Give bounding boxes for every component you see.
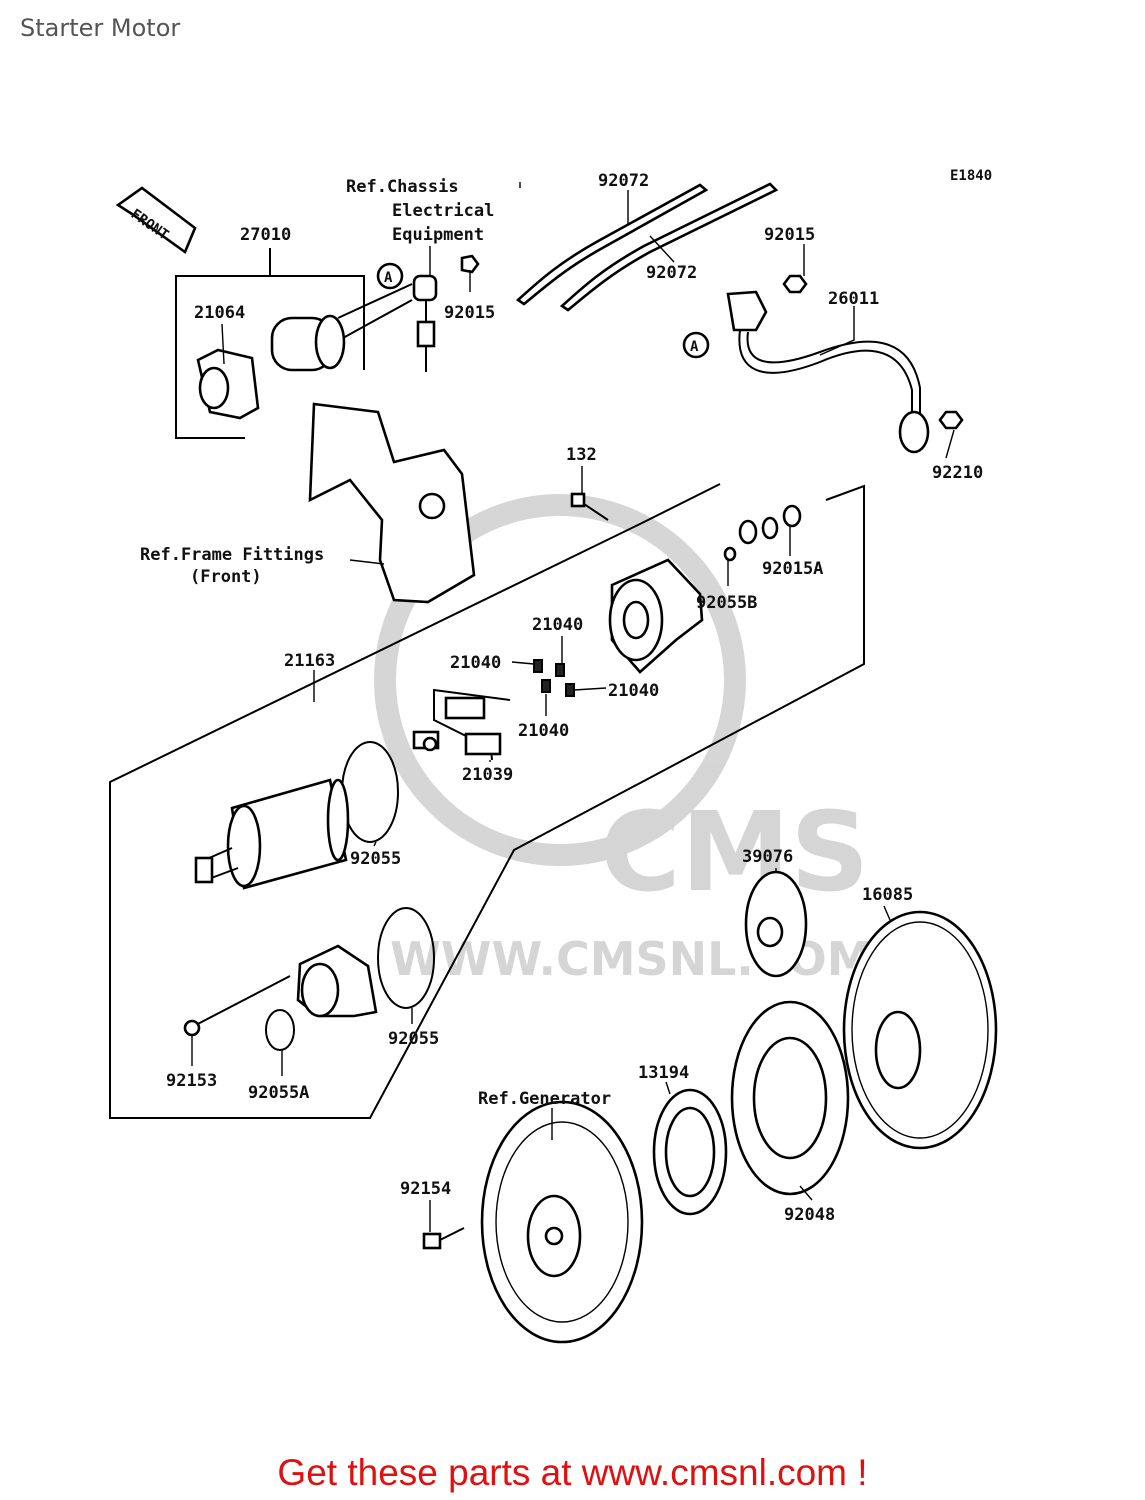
starter-lead: A: [682, 274, 964, 454]
chassis-lead: A: [337, 254, 480, 372]
label-ref-frame-1: Ref.Frame Fittings: [140, 545, 324, 565]
label-21040-right: 21040: [608, 681, 659, 701]
label-92055-lower: 92055: [388, 1029, 439, 1049]
diagram-code: E1840: [950, 168, 992, 184]
label-21039: 21039: [462, 765, 513, 785]
end-cover: [608, 558, 704, 674]
label-ref-chassis-2: Electrical: [392, 201, 494, 221]
label-92015-right: 92015: [764, 225, 815, 245]
label-92015-left: 92015: [444, 303, 495, 323]
label-92210: 92210: [932, 463, 983, 483]
label-92072-bottom: 92072: [646, 263, 697, 283]
label-16085: 16085: [862, 885, 913, 905]
label-13194: 13194: [638, 1063, 689, 1083]
label-132: 132: [566, 445, 597, 465]
label-92055B: 92055B: [696, 593, 757, 613]
label-ref-generator: Ref.Generator: [478, 1089, 611, 1109]
watermark-logo: CMS: [600, 788, 869, 916]
label-27010: 27010: [240, 225, 291, 245]
label-21163: 21163: [284, 651, 335, 671]
one-way-clutch: [652, 1088, 728, 1216]
page-title: Starter Motor: [20, 14, 181, 42]
label-ref-chassis-1: Ref.Chassis: [346, 177, 459, 197]
label-92055-upper: 92055: [350, 849, 401, 869]
through-bolt: [570, 492, 609, 521]
starter-gear: [842, 910, 998, 1150]
front-arrow-icon: FRONT: [115, 186, 197, 255]
label-21040-bottom: 21040: [518, 721, 569, 741]
cable-ties: [515, 182, 779, 312]
label-92153: 92153: [166, 1071, 217, 1091]
starter-relay: [196, 314, 346, 420]
callout-a-left: A: [384, 270, 393, 286]
front-cover: [183, 944, 378, 1037]
label-21040-left: 21040: [450, 653, 501, 673]
generator-rotor: [480, 1100, 644, 1344]
label-ref-chassis-3: Equipment: [392, 225, 484, 245]
rotor-bolt: [422, 1227, 465, 1250]
label-21064: 21064: [194, 303, 245, 323]
label-ref-frame-2: (Front): [190, 567, 262, 587]
label-92015A: 92015A: [762, 559, 823, 579]
idle-gear: [744, 870, 808, 978]
label-92048: 92048: [784, 1205, 835, 1225]
label-92072-top: 92072: [598, 171, 649, 191]
clutch-holder: [730, 1000, 850, 1196]
label-26011: 26011: [828, 289, 879, 309]
label-92154: 92154: [400, 1179, 451, 1199]
label-92055A: 92055A: [248, 1083, 309, 1103]
exploded-parts-diagram: CMS WWW.CMSNL.COM FRONT E1840 A A: [109, 168, 998, 1344]
callout-a-right: A: [690, 339, 699, 355]
label-21040-top: 21040: [532, 615, 583, 635]
footer-cta-link[interactable]: Get these parts at www.cmsnl.com !: [277, 1452, 868, 1493]
starter-motor-body: [194, 778, 350, 890]
label-39076: 39076: [742, 847, 793, 867]
